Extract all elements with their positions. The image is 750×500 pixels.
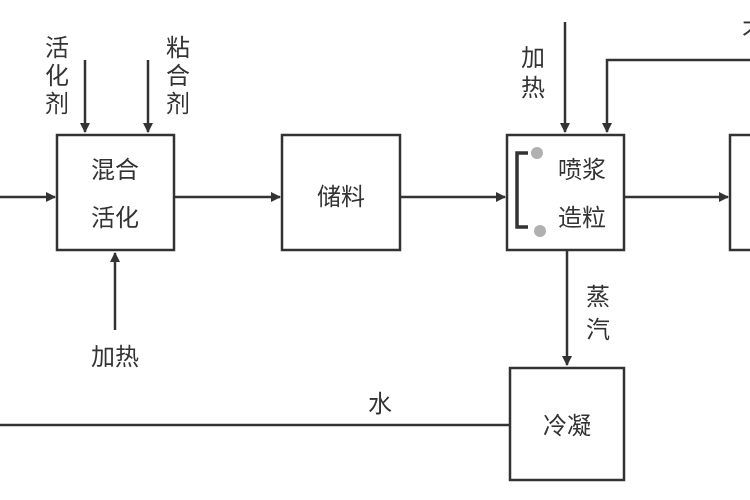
heat-top-char: 热 [521, 74, 545, 102]
steam-char: 汽 [586, 316, 610, 344]
box-mix-activate [55, 133, 176, 252]
nozzle-icons [531, 147, 546, 237]
spray-label-2: 造粒 [558, 204, 606, 232]
mix-label-1: 混合 [91, 156, 139, 184]
binder-char: 粘 [166, 34, 190, 62]
activator-char: 活 [45, 34, 69, 62]
water-label: 水 [368, 390, 392, 418]
top-right-cut-label: 不 [742, 18, 750, 46]
box-storage [280, 133, 402, 252]
arrow-recycle-top [602, 58, 750, 133]
activator-char: 剂 [45, 90, 69, 118]
heat-bottom-label: 加热 [91, 343, 139, 371]
steam-char: 蒸 [586, 283, 610, 311]
box-spray-granulate [505, 133, 626, 252]
storage-label: 储料 [317, 183, 365, 211]
binder-char: 剂 [166, 90, 190, 118]
spray-nozzle-icon [534, 225, 546, 237]
mix-label-2: 活化 [91, 204, 139, 232]
activator-char: 化 [45, 62, 69, 90]
binder-char: 合 [166, 62, 190, 90]
spray-label-1: 喷浆 [558, 156, 606, 184]
nozzle-bracket [515, 151, 528, 229]
box-right-partial [728, 133, 750, 252]
spray-nozzle-icon [531, 147, 543, 159]
condense-label: 冷凝 [543, 412, 591, 440]
heat-top-char: 加 [521, 44, 545, 72]
